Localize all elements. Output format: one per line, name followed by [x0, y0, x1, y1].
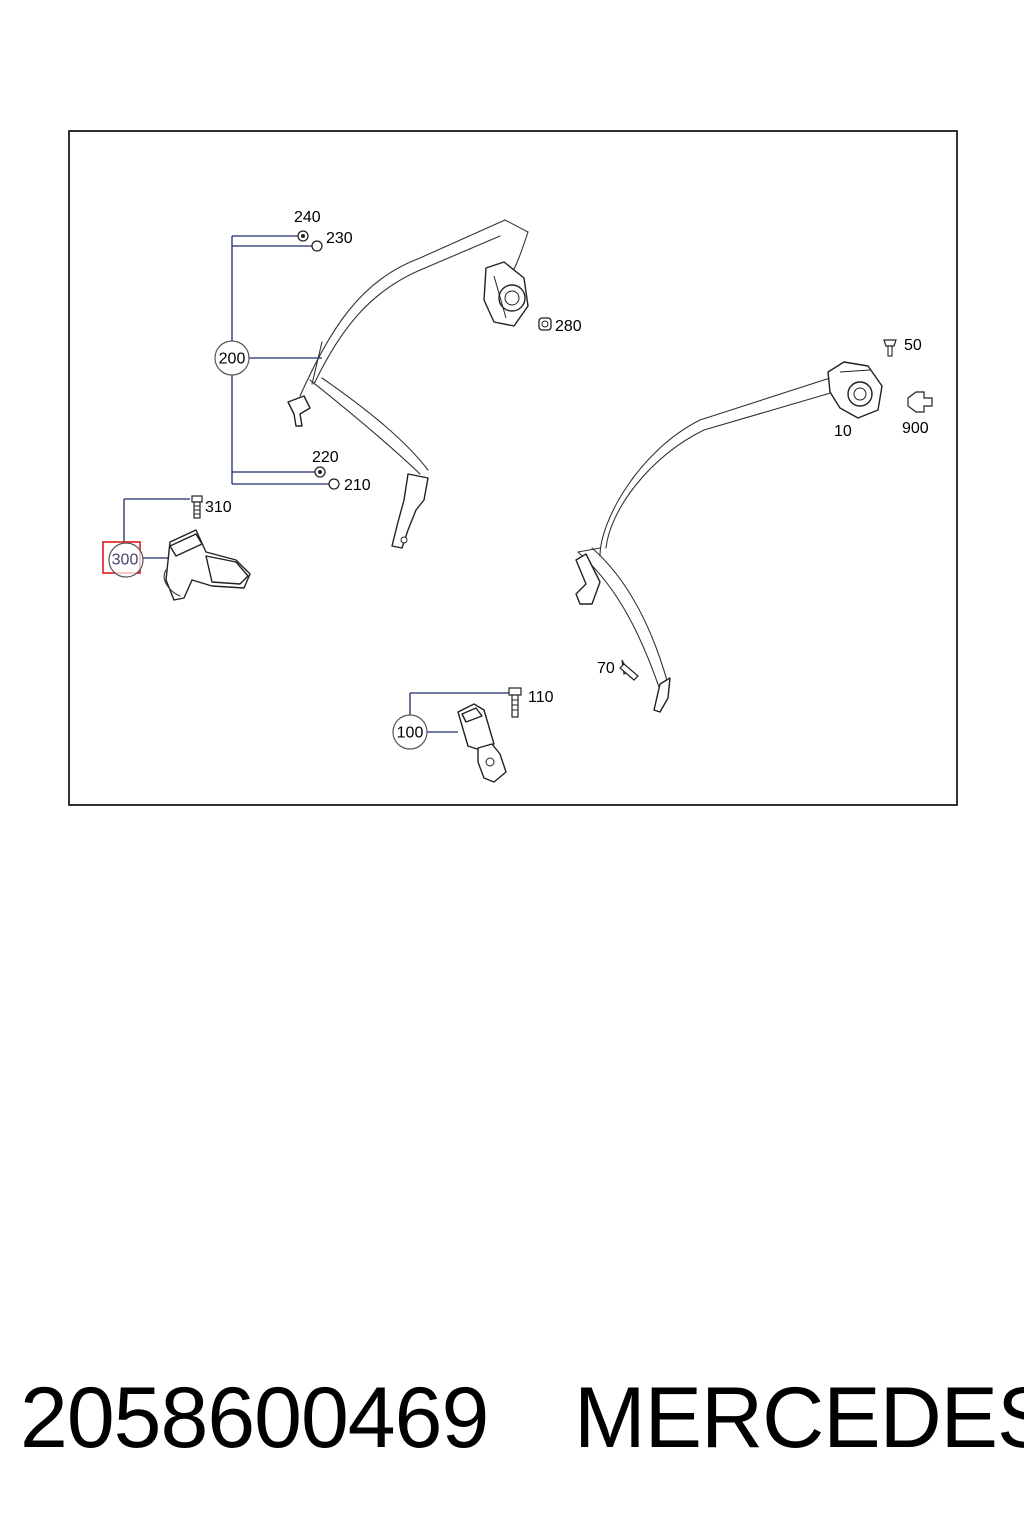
left-belt-assembly: [287, 219, 529, 549]
buckle-300-assembly: [123, 495, 251, 601]
callout-200[interactable]: [214, 340, 250, 376]
label-900: 900: [902, 420, 929, 437]
brand-name: MERCEDES: [574, 1370, 1024, 1466]
label-310: 310: [205, 499, 232, 516]
label-10: 10: [834, 423, 852, 440]
callout-100-label: 100: [397, 725, 424, 742]
screw-70-icon: [619, 659, 639, 681]
connector-900-icon: [907, 391, 933, 413]
diagram-frame: [68, 130, 958, 806]
label-210: 210: [344, 477, 371, 494]
screw-50-icon: [883, 339, 897, 357]
label-70: 70: [597, 660, 615, 677]
right-belt-assembly: [575, 361, 883, 713]
callout-200-leaders: [231, 235, 332, 485]
label-50: 50: [904, 337, 922, 354]
bolt-310-icon: [191, 495, 203, 519]
label-240: 240: [294, 209, 321, 226]
callout-300[interactable]: [108, 542, 144, 578]
label-280: 280: [555, 318, 582, 335]
buckle-100-assembly: [409, 687, 522, 783]
washer-230-icon: [311, 240, 323, 252]
callout-200-label: 200: [219, 351, 246, 368]
callout-300-label: 300: [112, 552, 139, 569]
callout-100[interactable]: [392, 714, 428, 750]
washer-210-icon: [328, 478, 340, 490]
bolt-110-icon: [508, 687, 522, 718]
label-230: 230: [326, 230, 353, 247]
label-110: 110: [528, 689, 554, 706]
label-220: 220: [312, 449, 339, 466]
part-number: 2058600469: [20, 1370, 489, 1466]
nut-280-icon: [538, 317, 552, 331]
seat-belt-parts-diagram: 200 240 230 280 220 210 300 310: [68, 130, 958, 806]
